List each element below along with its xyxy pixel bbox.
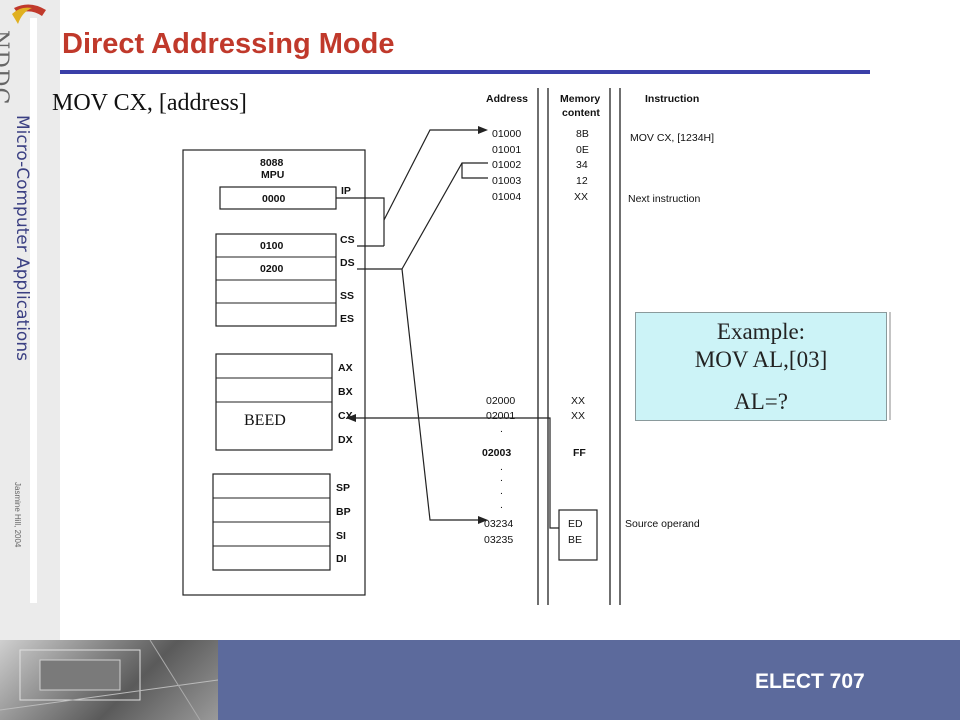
to-01003-line — [461, 163, 488, 179]
chip-trace — [0, 679, 218, 711]
source-operand-box — [558, 509, 598, 561]
ss-label: SS — [340, 290, 354, 302]
bp-label: BP — [336, 506, 351, 518]
instruction-mov: MOV CX, [1234H] — [630, 132, 714, 144]
arrow-head-03234 — [478, 516, 488, 524]
to-03234-line — [401, 268, 478, 521]
example-instruction: MOV AL,[03] — [694, 347, 828, 372]
ds-label: DS — [340, 257, 355, 269]
mem-content: ED — [568, 518, 583, 530]
mem-address: 01003 — [492, 175, 521, 187]
logo-swoosh-red — [14, 4, 46, 16]
mem-content: FF — [573, 447, 586, 459]
mem-address: 01002 — [492, 159, 521, 171]
ellipsis-dot: . — [500, 461, 503, 473]
header-address: Address — [486, 93, 528, 105]
mem-address: 02001 — [486, 410, 515, 422]
arrow-head-cx — [346, 414, 356, 422]
mem-content: XX — [571, 395, 585, 407]
to-01000-line — [383, 129, 478, 221]
example-box: Example: MOV AL,[03] AL=? — [635, 312, 887, 421]
bx-label: BX — [338, 386, 353, 398]
ax-label: AX — [338, 362, 353, 374]
es-label: ES — [340, 313, 354, 325]
chip-core — [39, 659, 121, 691]
mem-address: 03235 — [484, 534, 513, 546]
chip-trace — [149, 640, 201, 720]
slide-title: Direct Addressing Mode — [62, 28, 395, 60]
di-label: DI — [336, 553, 347, 565]
mem-address: 01004 — [492, 191, 521, 203]
header-instruction: Instruction — [645, 93, 699, 105]
example-heading: Example: — [716, 319, 806, 344]
mem-content: 34 — [576, 159, 588, 171]
arrow-head-01000 — [478, 126, 488, 134]
cx-label: CX — [338, 410, 353, 422]
chip-pattern-icon — [0, 640, 218, 720]
mem-content: BE — [568, 534, 582, 546]
instruction-source: Source operand — [625, 518, 700, 530]
mem-address: 02000 — [486, 395, 515, 407]
si-label: SI — [336, 530, 346, 542]
instruction-next: Next instruction — [628, 193, 701, 205]
footer-bar — [0, 640, 960, 720]
cs-label: CS — [340, 234, 355, 246]
addressing-diagram: MOV CX, [address] 8088 MPU 0000 IP 0100 … — [30, 18, 891, 605]
title-rule — [60, 70, 870, 74]
header-content: content — [562, 107, 600, 119]
chip-outline — [19, 649, 141, 701]
logo-icon — [12, 4, 46, 24]
ellipsis-dot: . — [500, 485, 503, 497]
mem-content: 12 — [576, 175, 588, 187]
to-01002-line — [401, 162, 488, 270]
mem-content: 0E — [576, 144, 589, 156]
header-memory: Memory — [560, 93, 600, 105]
mem-address: 03234 — [484, 518, 513, 530]
ip-label: IP — [341, 185, 351, 197]
mem-address: 02003 — [482, 447, 511, 459]
mpu-label-mpu: MPU — [261, 169, 284, 181]
source-to-cx-line — [356, 417, 559, 529]
logo-swoosh-yellow — [12, 7, 32, 24]
cx-value: BEED — [244, 412, 286, 429]
mem-address: 01001 — [492, 144, 521, 156]
ellipsis-dot: . — [500, 499, 503, 511]
ip-line — [336, 197, 385, 246]
image-edge — [30, 18, 37, 603]
mem-address: 01000 — [492, 128, 521, 140]
instruction-form: MOV CX, [address] — [52, 90, 247, 116]
dx-label: DX — [338, 434, 353, 446]
ds-value: 0200 — [260, 263, 284, 275]
mpu-label-8088: 8088 — [260, 157, 284, 169]
ellipsis-dot: . — [500, 472, 503, 484]
course-code: ELECT 707 — [755, 670, 865, 693]
chip-image — [0, 640, 218, 720]
mem-content: XX — [574, 191, 588, 203]
ip-value: 0000 — [262, 193, 286, 205]
cs-value: 0100 — [260, 240, 284, 252]
sp-label: SP — [336, 482, 350, 494]
mem-content: XX — [571, 410, 585, 422]
mem-content: 8B — [576, 128, 589, 140]
example-question: AL=? — [734, 389, 788, 414]
ellipsis-dot: . — [500, 423, 503, 435]
mpu-box — [182, 149, 366, 596]
